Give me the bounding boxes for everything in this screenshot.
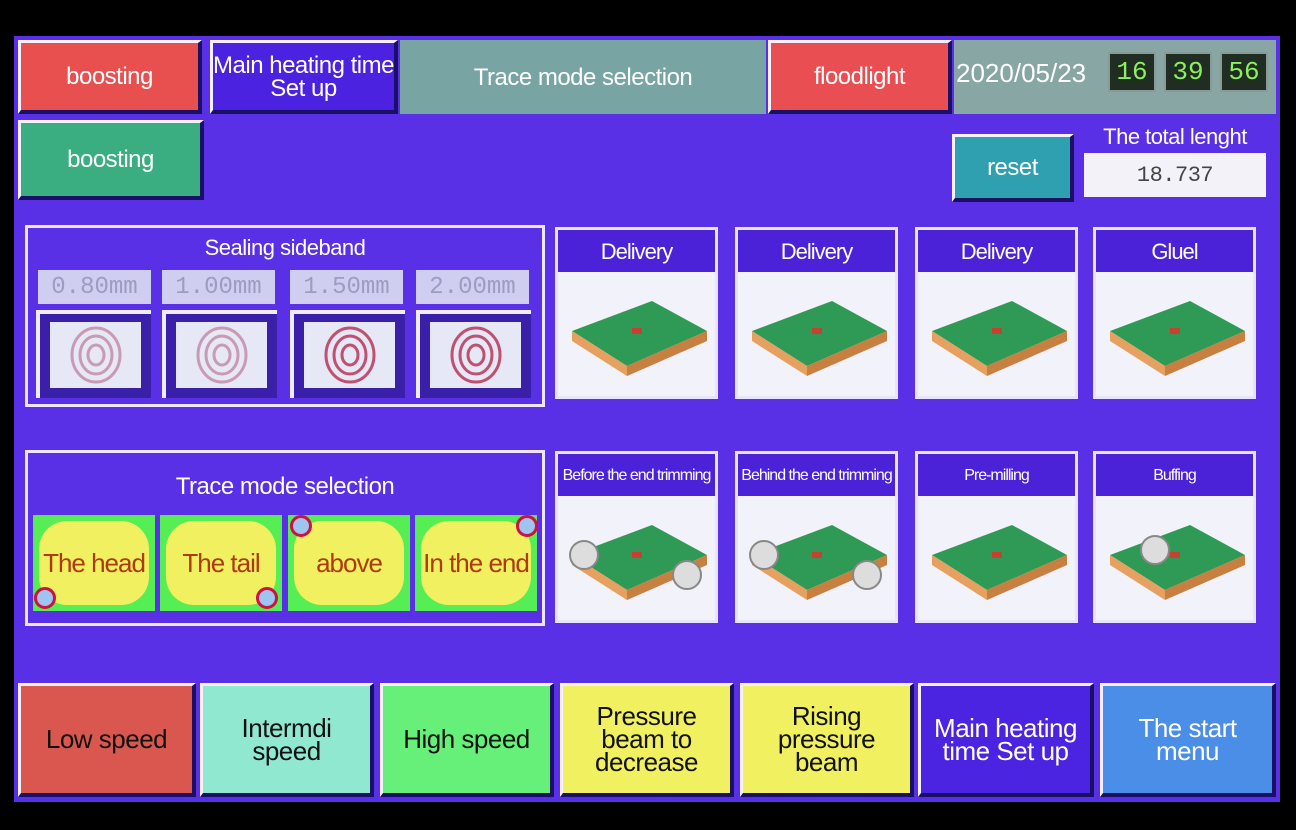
coil-icon: [70, 326, 121, 384]
station-glue-button[interactable]: Gluel: [1093, 227, 1256, 399]
station-label: Delivery: [918, 230, 1075, 272]
rising-pressure-beam-button[interactable]: Rising pressure beam: [740, 683, 914, 797]
label: High speed: [403, 724, 530, 754]
hmi-screen: boosting Main heating time Set up Trace …: [14, 36, 1280, 802]
trace-mode-title: Trace mode selection: [175, 472, 395, 500]
machine-illustration-icon: [1109, 525, 1245, 600]
machine-illustration-icon: [751, 301, 887, 376]
minute-display: 39: [1164, 52, 1212, 92]
machine-illustration-icon: [568, 525, 707, 600]
label: Rising pressure beam: [777, 701, 876, 777]
boosting-tab-button[interactable]: boosting: [18, 40, 202, 114]
label: Main heating time Set up: [213, 51, 394, 102]
label: floodlight: [813, 63, 906, 90]
label: Pressure beam to decrease: [595, 701, 698, 777]
station-label: Buffing: [1096, 454, 1253, 496]
reset-button[interactable]: reset: [952, 134, 1074, 202]
size-label: 1.00mm: [162, 270, 275, 304]
indicator-dot-icon: [516, 515, 538, 537]
machine-illustration-icon: [931, 525, 1067, 600]
label: The head: [39, 521, 149, 605]
station-label: Behind the end trimming: [738, 454, 895, 496]
total-length-value: 18.737: [1084, 153, 1266, 197]
label: boosting: [67, 146, 154, 173]
trace-mode-panel: Trace mode selection The head The tail a…: [25, 450, 545, 626]
size-label: 2.00mm: [416, 270, 529, 304]
indicator-dot-icon: [256, 587, 278, 609]
label: Intermdi speed: [241, 712, 332, 766]
coil-icon: [324, 326, 375, 384]
station-buffing-button[interactable]: Buffing: [1093, 451, 1256, 623]
machine-illustration-icon: [931, 301, 1067, 376]
label: above: [294, 521, 404, 605]
machine-illustration-icon: [748, 525, 887, 600]
machine-illustration-icon: [1109, 301, 1245, 376]
high-speed-button[interactable]: High speed: [380, 683, 554, 797]
station-delivery-2-button[interactable]: Delivery: [735, 227, 898, 399]
trace-end-button[interactable]: In the end: [415, 515, 537, 611]
boosting-button[interactable]: boosting: [18, 120, 204, 200]
sealing-sideband-panel: Sealing sideband 0.80mm 1.00mm 1.50mm 2.…: [25, 225, 545, 407]
station-behind-end-trimming-button[interactable]: Behind the end trimming: [735, 451, 898, 623]
main-heating-setup-button[interactable]: Main heating time Set up: [918, 683, 1094, 797]
station-before-end-trimming-button[interactable]: Before the end trimming: [555, 451, 718, 623]
hour-display: 16: [1108, 52, 1156, 92]
low-speed-button[interactable]: Low speed: [18, 683, 196, 797]
station-label: Gluel: [1096, 230, 1253, 272]
second-display: 56: [1220, 52, 1268, 92]
station-label: Pre-milling: [918, 454, 1075, 496]
indicator-dot-icon: [34, 587, 56, 609]
intermediate-speed-button[interactable]: Intermdi speed: [200, 683, 374, 797]
station-pre-milling-button[interactable]: Pre-milling: [915, 451, 1078, 623]
label: In the end: [421, 521, 531, 605]
sideband-1-00-button[interactable]: [162, 310, 277, 398]
floodlight-button[interactable]: floodlight: [768, 40, 952, 114]
label: reset: [987, 154, 1038, 181]
main-heating-tab-button[interactable]: Main heating time Set up: [210, 40, 398, 114]
label: Main heating time Set up: [934, 712, 1077, 766]
indicator-dot-icon: [290, 515, 312, 537]
size-label: 1.50mm: [290, 270, 403, 304]
station-label: Delivery: [738, 230, 895, 272]
start-menu-button[interactable]: The start menu: [1100, 683, 1276, 797]
date-text: 2020/05/23: [956, 58, 1087, 88]
sideband-0-80-button[interactable]: [36, 310, 151, 398]
station-label: Before the end trimming: [558, 454, 715, 496]
coil-icon: [196, 326, 247, 384]
label: Low speed: [45, 724, 168, 754]
sideband-1-50-button[interactable]: [290, 310, 405, 398]
size-label: 0.80mm: [38, 270, 151, 304]
coil-icon: [450, 326, 501, 384]
sealing-sideband-title: Sealing sideband: [204, 234, 366, 260]
pressure-beam-decrease-button[interactable]: Pressure beam to decrease: [560, 683, 734, 797]
trace-mode-tab-button[interactable]: Trace mode selection: [400, 40, 766, 114]
station-delivery-1-button[interactable]: Delivery: [555, 227, 718, 399]
label: The start menu: [1138, 712, 1237, 766]
datetime-display: 2020/05/23 16 39 56: [954, 40, 1276, 114]
station-label: Delivery: [558, 230, 715, 272]
label: The tail: [166, 521, 276, 605]
label: Trace mode selection: [473, 63, 693, 91]
label: boosting: [66, 63, 153, 90]
total-length-label: The total lenght: [1103, 123, 1247, 149]
station-delivery-3-button[interactable]: Delivery: [915, 227, 1078, 399]
machine-illustration-icon: [571, 301, 707, 376]
sideband-2-00-button[interactable]: [416, 310, 531, 398]
